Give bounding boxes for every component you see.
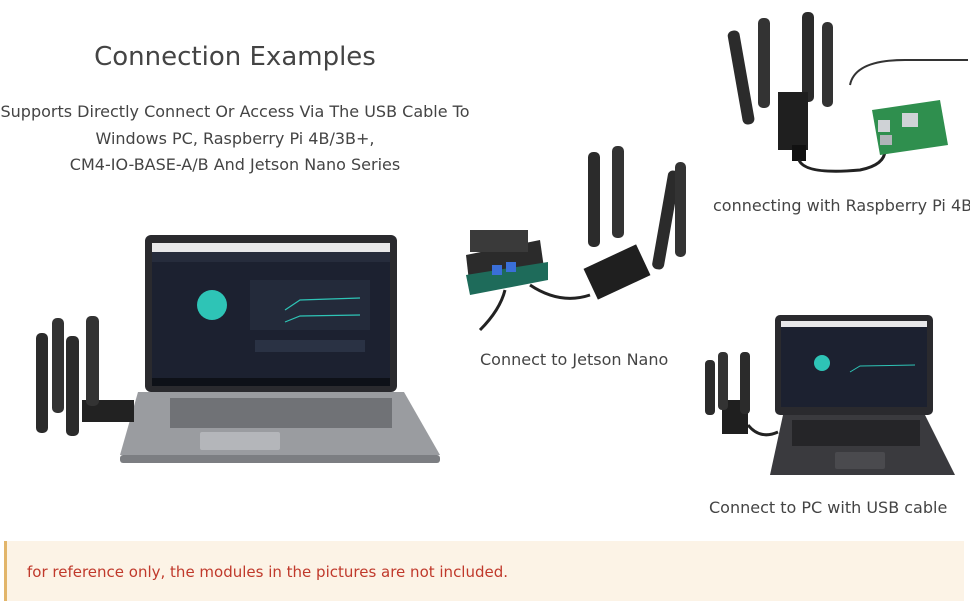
laptop-large-image <box>120 235 440 463</box>
product-illustration <box>36 12 968 475</box>
caption-jetson-nano: Connect to Jetson Nano <box>480 350 669 369</box>
page-title: Connection Examples <box>94 42 376 72</box>
reference-note-text: for reference only, the modules in the p… <box>27 563 509 581</box>
subtitle-line-2: Windows PC, Raspberry Pi 4B/3B+, <box>95 128 375 148</box>
caption-raspberry-pi: connecting with Raspberry Pi 4B <box>713 196 970 215</box>
modem-antennas-left-image <box>36 316 134 436</box>
laptop-small-image <box>705 315 955 475</box>
jetson-nano-image <box>466 146 686 332</box>
caption-pc-usb: Connect to PC with USB cable <box>709 498 948 517</box>
page-subtitle: Supports Directly Connect Or Access Via … <box>0 99 470 179</box>
subtitle-line-1: Supports Directly Connect Or Access Via … <box>0 102 470 121</box>
subtitle-line-3: CM4-IO-BASE-A/B And Jetson Nano Series <box>69 155 401 174</box>
reference-note: for reference only, the modules in the p… <box>4 541 964 601</box>
raspberry-pi-image <box>727 12 968 173</box>
